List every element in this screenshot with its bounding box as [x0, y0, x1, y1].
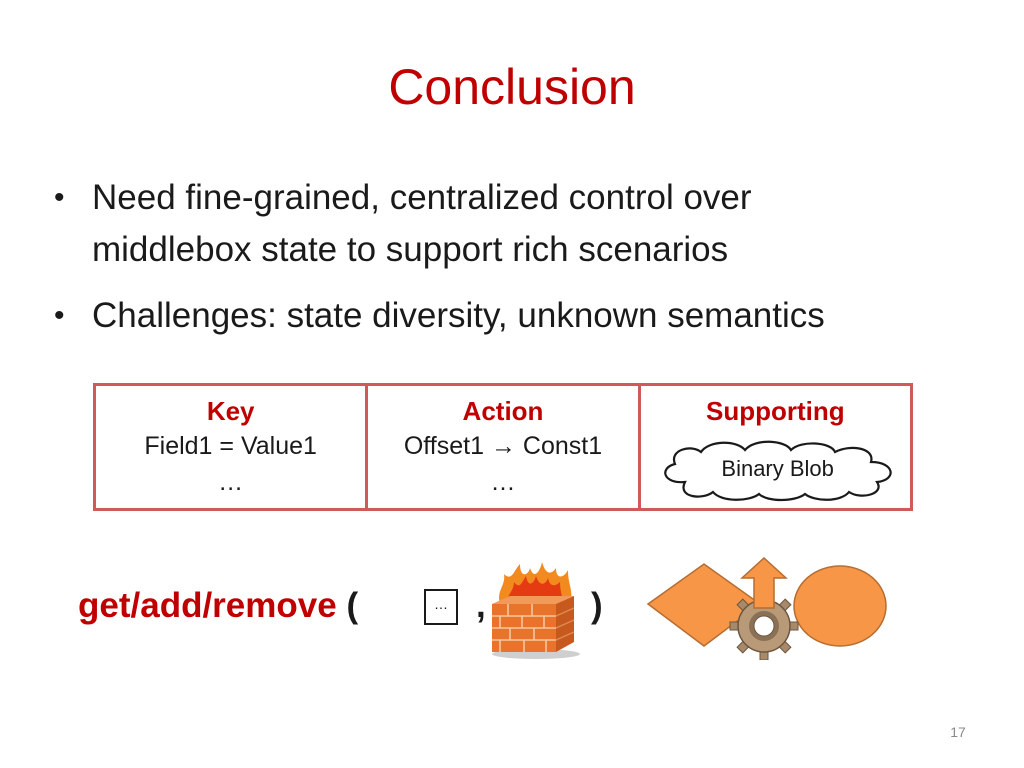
- bullet-item-2: • Challenges: state diversity, unknown s…: [52, 290, 992, 342]
- state-box-icon: …: [424, 589, 458, 625]
- action-ellipsis: …: [490, 468, 516, 496]
- comma: ,: [476, 586, 486, 625]
- action-header: Action: [462, 396, 544, 426]
- firewall-icon: [492, 562, 580, 659]
- key-header: Key: [206, 396, 255, 426]
- binary-blob-label: Binary Blob: [721, 456, 834, 481]
- bullet-dot: •: [54, 299, 65, 332]
- bullet-text: Challenges: state diversity, unknown sem…: [92, 296, 825, 335]
- bullet-item-1: • Need fine-grained, centralized control…: [52, 172, 992, 276]
- bullet-text-continued: middlebox state to support rich scenario…: [92, 230, 729, 269]
- bullet-list: • Need fine-grained, centralized control…: [52, 172, 992, 356]
- slide-title: Conclusion: [388, 59, 636, 115]
- api-function-name: get/add/remove: [78, 586, 337, 625]
- state-table: Key Field1 = Value1 … Action Offset1 → C…: [93, 383, 913, 511]
- key-cell: Key Field1 = Value1 …: [96, 386, 365, 508]
- bullet-dot: •: [54, 181, 65, 214]
- api-call: get/add/remove (: [78, 586, 358, 632]
- key-field: Field1 = Value1: [144, 432, 317, 460]
- supporting-cell: Supporting Binary Blob: [637, 386, 910, 508]
- ellipse-shape: [793, 565, 887, 647]
- page-number: 17: [950, 724, 966, 740]
- key-ellipsis: …: [218, 468, 244, 496]
- action-cell: Action Offset1 → Const1 …: [365, 386, 637, 508]
- binary-blob-cloud: Binary Blob: [655, 438, 901, 502]
- up-arrow-icon: [740, 556, 788, 609]
- supporting-header: Supporting: [706, 396, 845, 426]
- open-paren: (: [346, 586, 359, 625]
- bullet-text: Need fine-grained, centralized control o…: [92, 178, 752, 217]
- cloud-icon: [663, 440, 892, 502]
- action-field: Offset1 → Const1: [403, 432, 603, 460]
- close-paren: ): [591, 586, 603, 625]
- state-diagram: [646, 556, 887, 660]
